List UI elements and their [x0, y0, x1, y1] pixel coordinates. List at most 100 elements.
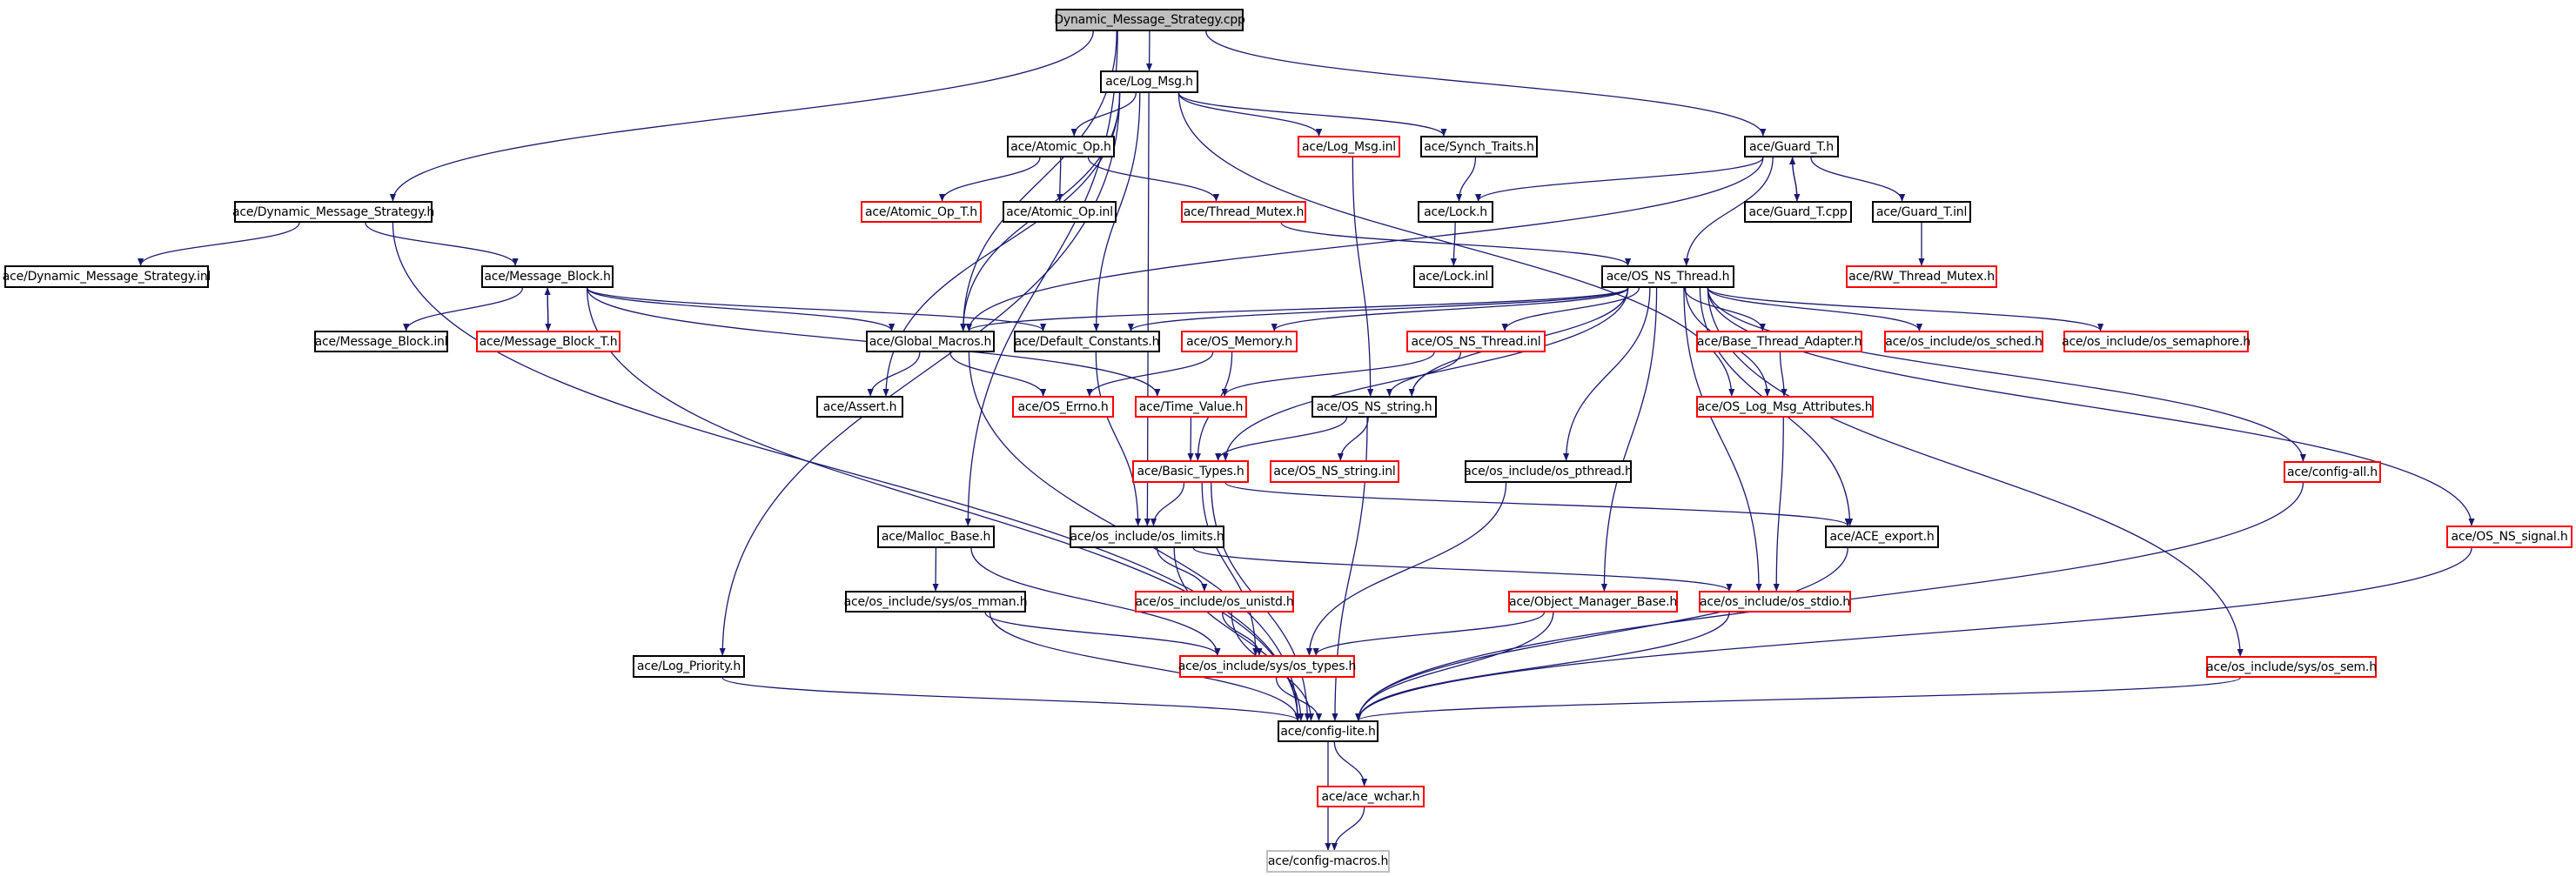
edge-os_limits_h-to-os_stdio_h: [1192, 547, 1733, 592]
node-time-value-h[interactable]: ace/Time_Value.h: [1135, 396, 1247, 418]
node-dynamic-message-strategy-cpp[interactable]: Dynamic_Message_Strategy.cpp: [1054, 9, 1245, 31]
node-os-types-h[interactable]: ace/os_include/sys/os_types.h: [1178, 655, 1356, 678]
edge-os_log_msg_attributes_h-to-os_stdio_h: [1773, 417, 1784, 592]
edge-os_ns_thread_h-to-os_pthread_h: [1563, 287, 1651, 461]
edge-guard_t_h-to-guard_t_inl: [1810, 157, 1906, 202]
node-basic-types-h[interactable]: ace/Basic_Types.h: [1132, 460, 1249, 483]
node-synch-traits-h[interactable]: ace/Synch_Traits.h: [1420, 136, 1538, 157]
edge-os_ns_thread_h-to-os_sched_h: [1707, 287, 1923, 331]
node-dynamic-message-strategy-inl[interactable]: ace/Dynamic_Message_Strategy.inl: [3, 265, 211, 288]
edge-log_msg_h-to-synch_traits_h: [1177, 92, 1447, 137]
node-config-macros-h[interactable]: ace/config-macros.h: [1266, 850, 1390, 873]
node-dynamic-message-strategy-h[interactable]: ace/Dynamic_Message_Strategy.h: [232, 201, 434, 223]
edge-object_manager_base_h-to-os_types_h: [1312, 612, 1545, 656]
edge-basic_types_h-to-os_types_h: [1201, 482, 1259, 656]
edge-base_thread_adapter_h-to-os_log_msg_attributes_h: [1779, 351, 1788, 397]
edge-os_pthread_h-to-os_types_h: [1305, 482, 1507, 656]
node-config-lite-h[interactable]: ace/config-lite.h: [1278, 720, 1379, 742]
node-os-unistd-h[interactable]: ace/os_include/os_unistd.h: [1135, 591, 1294, 613]
node-message-block-t-h[interactable]: ace/Message_Block_T.h: [476, 331, 621, 352]
edge-atomic_op_h-to-atomic_op_inl: [1057, 157, 1063, 202]
edge-log_msg_h-to-log_priority_h: [719, 92, 1121, 656]
edge-basic_types_h-to-os_limits_h: [1150, 482, 1185, 526]
node-atomic-op-t-h[interactable]: ace/Atomic_Op_T.h: [861, 201, 982, 223]
edge-lock_h-to-lock_inl: [1450, 222, 1457, 266]
edge-synch_traits_h-to-lock_h: [1455, 157, 1477, 202]
edge-atomic_op_h-to-thread_mutex_h: [1087, 157, 1220, 202]
edge-guard_t_cpp-to-guard_t_h: [1789, 157, 1798, 202]
node-os-sched-h[interactable]: ace/os_include/os_sched.h: [1884, 331, 2043, 352]
edge-os_ns_thread_h-to-os_stdio_h: [1683, 287, 1762, 592]
edge-os_unistd_h-to-os_types_h: [1221, 612, 1263, 656]
node-message-block-inl[interactable]: ace/Message_Block.inl: [314, 331, 448, 352]
node-os-memory-h[interactable]: ace/OS_Memory.h: [1181, 331, 1298, 352]
node-guard-t-cpp[interactable]: ace/Guard_T.cpp: [1744, 201, 1852, 223]
node-os-pthread-h[interactable]: ace/os_include/os_pthread.h: [1464, 460, 1633, 483]
edge-os_ns_thread_h-to-config_all_h: [1707, 287, 2306, 462]
edge-log_msg_h-to-atomic_op_h: [1070, 92, 1137, 137]
node-os-ns-thread-h[interactable]: ace/OS_NS_Thread.h: [1601, 265, 1734, 288]
edge-default_constants_h-to-os_limits_h: [1095, 351, 1142, 526]
edge-log_msg_h-to-os_limits_h: [1144, 92, 1150, 526]
node-atomic-op-inl[interactable]: ace/Atomic_Op.inl: [1003, 201, 1117, 223]
edge-guard_t_h-to-lock_h: [1475, 157, 1764, 202]
node-rw-thread-mutex-h[interactable]: ace/RW_Thread_Mutex.h: [1846, 265, 1997, 288]
node-thread-mutex-h[interactable]: ace/Thread_Mutex.h: [1181, 201, 1306, 223]
edge-os_types_h-to-config_lite_h: [1275, 677, 1323, 721]
edge-atomic_op_h-to-atomic_op_t_h: [939, 157, 1041, 202]
node-global-macros-h[interactable]: ace/Global_Macros.h: [866, 331, 995, 352]
node-os-ns-string-h[interactable]: ace/OS_NS_string.h: [1311, 396, 1437, 418]
node-object-manager-base-h[interactable]: ace/Object_Manager_Base.h: [1508, 591, 1678, 613]
edge-global_macros_h-to-assert_h: [867, 351, 921, 397]
edge-log_msg_h-to-default_constants_h: [1093, 92, 1141, 331]
edge-os_mman_h-to-config_lite_h: [989, 612, 1301, 721]
node-os-mman-h[interactable]: ace/os_include/sys/os_mman.h: [844, 591, 1028, 613]
node-log-msg-inl[interactable]: ace/Log_Msg.inl: [1298, 136, 1400, 157]
edge-message_block_h-to-global_macros_h: [586, 287, 896, 331]
node-os-ns-string-inl[interactable]: ace/OS_NS_string.inl: [1270, 460, 1399, 483]
edge-dms_h-to-dms_inl: [138, 222, 300, 266]
edge-os_ns_thread_h-to-os_memory_h: [1271, 287, 1629, 331]
node-os-ns-signal-h[interactable]: ace/OS_NS_signal.h: [2446, 526, 2573, 548]
edge-log_priority_h-to-config_lite_h: [721, 677, 1301, 721]
edge-object_manager_base_h-to-config_lite_h: [1355, 612, 1554, 721]
node-log-priority-h[interactable]: ace/Log_Priority.h: [633, 655, 745, 678]
node-ace-export-h[interactable]: ace/ACE_export.h: [1825, 526, 1939, 548]
node-os-limits-h[interactable]: ace/os_include/os_limits.h: [1070, 526, 1224, 548]
node-atomic-op-h[interactable]: ace/Atomic_Op.h: [1007, 136, 1115, 157]
edge-dms_h-to-message_block_h: [365, 222, 519, 266]
node-os-sem-h[interactable]: ace/os_include/sys/os_sem.h: [2206, 656, 2377, 678]
node-os-stdio-h[interactable]: ace/os_include/os_stdio.h: [1699, 591, 1851, 613]
node-message-block-h[interactable]: ace/Message_Block.h: [481, 265, 614, 288]
node-default-constants-h[interactable]: ace/Default_Constants.h: [1014, 331, 1160, 352]
edge-dms_cpp-to-malloc_base_h: [964, 30, 1118, 526]
edge-dms_h-to-config_lite_h: [392, 222, 1301, 721]
node-base-thread-adapter-h[interactable]: ace/Base_Thread_Adapter.h: [1696, 331, 1862, 352]
edge-os_ns_string_h-to-os_ns_string_inl: [1337, 417, 1369, 461]
node-lock-h[interactable]: ace/Lock.h: [1418, 201, 1493, 223]
edge-ace_wchar_h-to-config_macros_h: [1331, 807, 1365, 851]
node-log-msg-h[interactable]: ace/Log_Msg.h: [1100, 70, 1198, 93]
node-os-ns-thread-inl[interactable]: ace/OS_NS_Thread.inl: [1406, 331, 1546, 352]
node-assert-h[interactable]: ace/Assert.h: [816, 396, 903, 418]
edge-os_mman_h-to-os_types_h: [984, 612, 1221, 656]
node-config-all-h[interactable]: ace/config-all.h: [2284, 461, 2381, 483]
node-ace-wchar-h[interactable]: ace/ace_wchar.h: [1317, 786, 1425, 807]
edge-message_block_h-to-default_constants_h: [586, 287, 1047, 331]
node-malloc-base-h[interactable]: ace/Malloc_Base.h: [877, 526, 995, 548]
edge-os_ns_thread_inl-to-time_value_h: [1221, 351, 1435, 397]
node-os-errno-h[interactable]: ace/OS_Errno.h: [1012, 396, 1114, 418]
node-guard-t-inl[interactable]: ace/Guard_T.inl: [1872, 201, 1971, 223]
edge-config_lite_h-to-ace_wchar_h: [1333, 741, 1368, 787]
edge-os_ns_thread_h-to-default_constants_h: [1127, 287, 1629, 331]
node-guard-t-h[interactable]: ace/Guard_T.h: [1744, 136, 1839, 157]
edge-malloc_base_h-to-os_types_h: [970, 547, 1221, 656]
edge-os_ns_thread_inl-to-os_ns_string_h: [1385, 351, 1462, 397]
edge-os_limits_h-to-os_unistd_h: [1156, 547, 1208, 592]
node-os-log-msg-attributes-h[interactable]: ace/OS_Log_Msg_Attributes.h: [1696, 396, 1874, 418]
edge-os_ns_thread_h-to-object_manager_base_h: [1600, 287, 1658, 592]
edge-os_ns_thread_h-to-os_semaphore_h: [1707, 287, 2104, 331]
edge-global_macros_h-to-os_errno_h: [949, 351, 1047, 397]
node-os-semaphore-h[interactable]: ace/os_include/os_semaphore.h: [2062, 331, 2251, 352]
node-lock-inl[interactable]: ace/Lock.inl: [1413, 265, 1493, 288]
